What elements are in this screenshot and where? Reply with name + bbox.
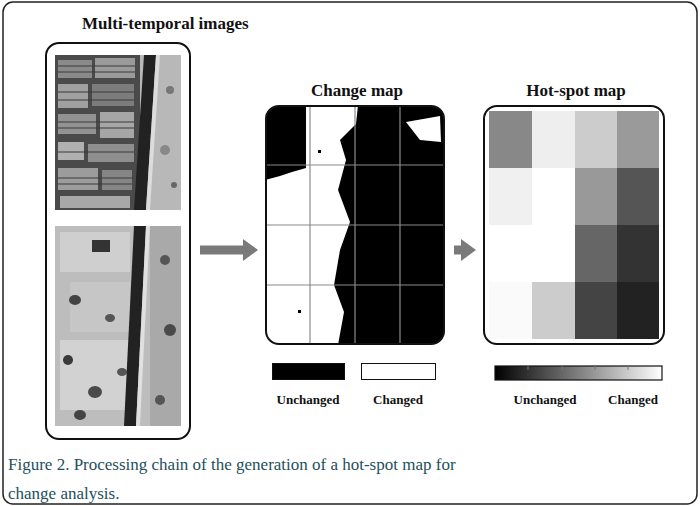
scale-label: Unchanged bbox=[514, 392, 577, 408]
panel-heading: Hot-spot map bbox=[526, 81, 626, 101]
flow-arrow bbox=[454, 239, 476, 261]
gradient-scale-bar bbox=[495, 366, 662, 380]
figure-caption: Figure 2. Processing chain of the genera… bbox=[8, 450, 488, 506]
legend-label: Changed bbox=[373, 392, 423, 408]
legend-swatch bbox=[272, 363, 345, 380]
panel-box: Multi-temporal images bbox=[45, 42, 191, 440]
legend-label: Unchanged bbox=[277, 392, 340, 408]
legend-swatch bbox=[361, 363, 436, 380]
panel-box: Hot-spot map bbox=[483, 105, 665, 345]
aerial-image-before bbox=[55, 55, 181, 210]
panel-heading: Change map bbox=[311, 81, 403, 101]
panel-heading: Multi-temporal images bbox=[82, 14, 249, 34]
panel-box: Change map bbox=[265, 105, 445, 345]
aerial-image-after bbox=[55, 226, 181, 426]
change-map-image bbox=[266, 106, 444, 344]
scale-label: Changed bbox=[608, 392, 658, 408]
hot-spot-cells bbox=[489, 111, 659, 339]
scale-ticks bbox=[528, 366, 628, 370]
flow-arrow bbox=[200, 239, 258, 261]
figure-frame bbox=[3, 2, 697, 504]
